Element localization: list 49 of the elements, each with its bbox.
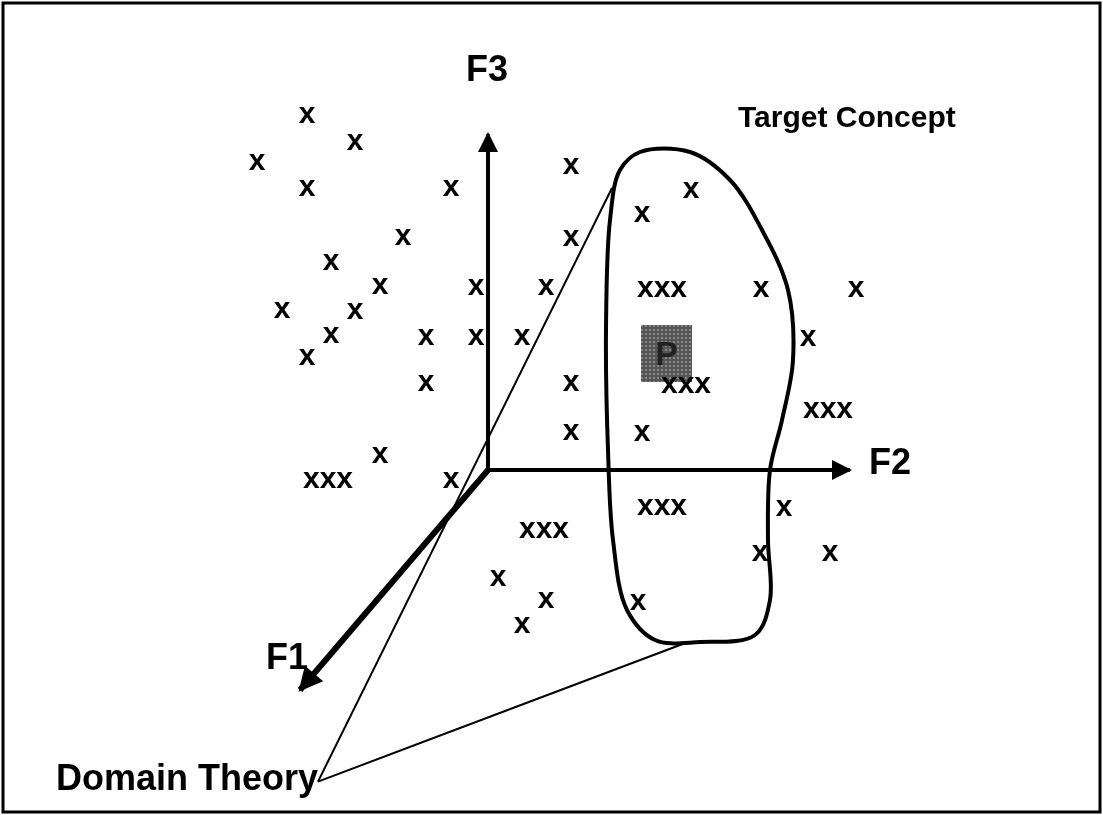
data-point-mark: x: [562, 220, 580, 251]
axis-label: F3: [466, 51, 508, 88]
data-point-mark: x: [513, 319, 531, 350]
data-point-mark: x: [442, 462, 460, 493]
data-point-mark: x: [633, 196, 651, 227]
data-point-mark: x: [513, 607, 531, 638]
data-point-mark: x: [537, 269, 555, 300]
data-point-mark: xxx: [802, 392, 854, 423]
node-label: Domain Theory: [55, 760, 318, 796]
point-label: P: [655, 334, 678, 373]
data-point-mark: x: [775, 490, 793, 521]
data-point-mark: x: [467, 269, 485, 300]
data-point-mark: x: [467, 319, 485, 350]
data-point-mark: x: [682, 172, 700, 203]
data-point-mark: x: [417, 365, 435, 396]
data-point-mark: xxx: [636, 271, 688, 302]
data-point-mark: xxx: [518, 512, 570, 543]
data-point-mark: x: [562, 148, 580, 179]
data-point-mark: x: [298, 97, 316, 128]
data-point-mark: x: [633, 415, 651, 446]
data-point-mark: x: [489, 560, 507, 591]
data-point-mark: x: [248, 144, 266, 175]
axis-label: F1: [266, 639, 308, 676]
data-point-mark: x: [298, 339, 316, 370]
data-point-mark: x: [322, 244, 340, 275]
data-point-mark: x: [847, 271, 865, 302]
region-title: Target Concept: [738, 102, 956, 132]
data-point-mark: x: [799, 320, 817, 351]
cone-line: [317, 641, 689, 783]
data-point-mark: x: [562, 365, 580, 396]
data-point-mark: x: [562, 414, 580, 445]
data-point-mark: x: [752, 271, 770, 302]
data-point-mark: x: [298, 170, 316, 201]
data-point-mark: x: [322, 317, 340, 348]
data-point-mark: x: [394, 219, 412, 250]
data-point-mark: x: [371, 268, 389, 299]
cone-line: [317, 187, 613, 783]
data-point-mark: xxx: [302, 462, 354, 493]
data-point-mark: x: [346, 124, 364, 155]
data-point-mark: x: [442, 170, 460, 201]
data-point-mark: x: [821, 535, 839, 566]
data-point-mark: x: [273, 292, 291, 323]
data-point-mark: x: [346, 293, 364, 324]
data-point-mark: x: [417, 319, 435, 350]
data-point-mark: x: [537, 582, 555, 613]
axis-label: F2: [869, 444, 911, 481]
data-point-mark: xxx: [636, 489, 688, 520]
data-point-mark: x: [629, 584, 647, 615]
data-point-mark: x: [371, 437, 389, 468]
